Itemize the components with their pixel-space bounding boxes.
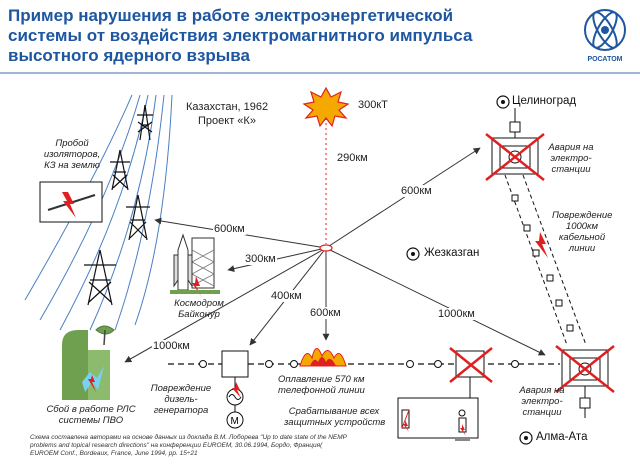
event-project: Проект «К» [198,115,256,127]
footnote-line-3: EUROEM Conf., Bordeaux, France, June 199… [30,450,198,457]
city-almaata: Алма-Ата [536,431,588,443]
protective-device-icon [397,347,493,441]
city-marker-icon [496,95,510,109]
footnote-line-1: Схема составлена авторами на основе данн… [30,434,348,441]
distance-tselinograd: 600км [400,185,433,197]
label-cable: Повреждение 1000км кабельной линии [552,210,613,254]
baikonur-launch-tower-icon [170,233,220,296]
distance-lines: 600км [213,223,246,235]
power-station-top-icon [485,108,545,181]
city-marker-icon [519,431,533,445]
pylon-icon [84,249,116,306]
cable-damage-icon [535,232,548,258]
fire-icon [299,348,347,367]
label-melting: Оплавление 570 км телефонной линии [278,374,365,396]
label-baikonur: Космодром Байконур [174,298,224,320]
pylon-icon [137,104,153,141]
diesel-generator-icon: M [221,350,249,429]
explosion-burst-icon [302,86,350,128]
radar-station-icon [62,325,115,400]
power-station-bottom-icon [555,345,615,418]
label-insulators: Пробой изоляторов, КЗ на землю [43,138,101,171]
title-line-2: системы от воздействия электромагнитного… [8,26,473,45]
label-plant-bottom: Авария на электро- станции [519,385,565,418]
city-marker-icon [406,247,420,261]
svg-text:M: M [231,416,239,427]
event-altitude: 290км [337,152,368,164]
distance-down: 600км [309,307,342,319]
city-tselinograd: Целиноград [512,95,577,107]
title-divider [0,72,640,74]
label-pvo: Сбой в работе РЛС системы ПВО [46,404,136,426]
logo-text: РОСАТОМ [587,56,623,63]
ground-zero-marker [319,244,333,252]
rosatom-logo: РОСАТОМ [575,4,635,66]
event-place: Казахстан, 1962 [186,101,269,113]
distance-baikonur: 300км [244,253,277,265]
cable-segments [511,194,574,332]
atom-logo-icon [584,9,626,51]
event-yield: 300кТ [358,99,388,111]
distance-almaata: 1000км [437,308,476,320]
distance-diesel: 400км [270,290,303,302]
label-plant-top: Авария на электро- станции [548,142,594,175]
insulator-breakdown-box [39,181,103,223]
title-line-3: высотного ядерного взрыва [8,46,250,65]
footnote: Схема составлена авторами на основе данн… [30,434,390,458]
pylon-icon [126,194,150,241]
footnote-line-2: problems and topical research directions… [30,442,323,449]
label-diesel: Повреждение дизель- генератора [150,383,212,416]
city-zhezkazgan: Жезказган [424,247,480,259]
cable-line [504,174,587,346]
pylon-icon [110,149,130,191]
distance-pvo: 1000км [152,340,191,352]
page-title: Пример нарушения в работе электроэнергет… [8,6,556,66]
title-line-1: Пример нарушения в работе электроэнергет… [8,6,454,25]
diesel-damage-x [232,382,241,398]
label-protective: Срабатывание всех защитных устройств [284,406,386,428]
